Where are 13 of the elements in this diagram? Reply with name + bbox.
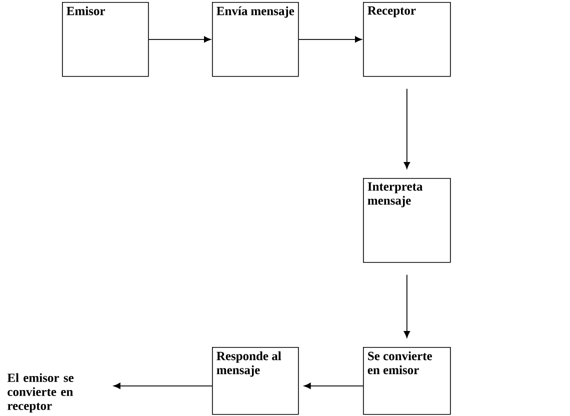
process-box: Interpreta mensaje — [363, 178, 451, 263]
arrow — [298, 36, 362, 42]
text-label: El emisor se convierte en receptor — [7, 373, 74, 413]
arrow — [148, 36, 211, 42]
process-box: Emisor — [62, 2, 149, 77]
process-box: Responde al mensaje — [212, 347, 299, 415]
process-box: Se convierte en emisor — [363, 347, 451, 415]
arrow — [404, 274, 410, 338]
arrow — [304, 382, 364, 389]
arrow — [404, 88, 410, 169]
process-box: Receptor — [363, 2, 451, 77]
arrow — [114, 382, 212, 389]
process-box: Envía mensaje — [212, 2, 299, 77]
